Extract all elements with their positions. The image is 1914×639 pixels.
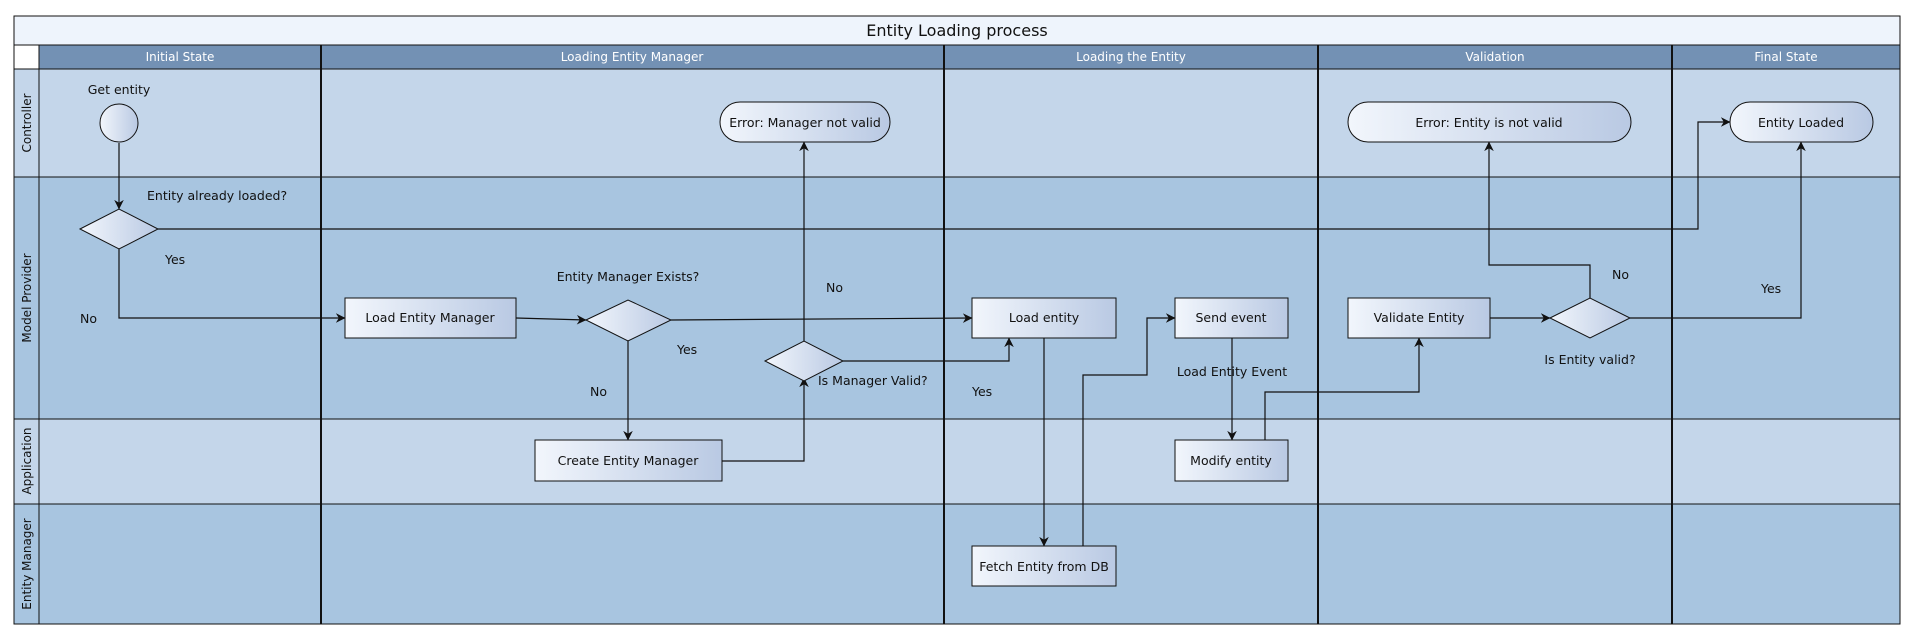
lane-entity-manager-bg bbox=[14, 504, 1900, 624]
start-label: Get entity bbox=[88, 82, 151, 97]
edge-label-entity-valid-yes: Yes bbox=[1760, 281, 1781, 296]
lane-grid bbox=[13, 15, 1901, 625]
edge-label-already-loaded-no: No bbox=[80, 311, 97, 326]
create-entity-manager-label: Create Entity Manager bbox=[558, 453, 700, 468]
entity-loaded-node[interactable] bbox=[1729, 101, 1874, 143]
load-entity-manager-node[interactable] bbox=[344, 297, 517, 339]
entity-manager-exists-label: Entity Manager Exists? bbox=[557, 269, 700, 284]
error-entity-label: Error: Entity is not valid bbox=[1415, 115, 1562, 130]
column-label-loading-entity: Loading the Entity bbox=[1076, 50, 1186, 64]
edge-entity-valid-no bbox=[1484, 141, 1591, 298]
entity-already-loaded-label: Entity already loaded? bbox=[147, 188, 287, 203]
edge-labels: Yes No Yes No No Yes Load Entity Event N… bbox=[80, 252, 1781, 399]
modify-entity-label: Modify entity bbox=[1190, 453, 1272, 468]
create-entity-manager-node[interactable] bbox=[534, 439, 723, 482]
edge-label-exists-yes: Yes bbox=[676, 342, 697, 357]
edge-load-manager-to-exists bbox=[515, 314, 587, 325]
edge-already-loaded-no bbox=[118, 249, 346, 323]
edge-label-already-loaded-yes: Yes bbox=[164, 252, 185, 267]
fetch-entity-node[interactable] bbox=[971, 545, 1117, 587]
nodes: Get entity Entity already loaded? Load E… bbox=[78, 82, 1874, 587]
column-label-loading-manager: Loading Entity Manager bbox=[561, 50, 704, 64]
error-entity-node[interactable] bbox=[1347, 101, 1632, 143]
edge-create-to-valid bbox=[722, 377, 809, 462]
start-node[interactable] bbox=[99, 103, 139, 143]
manager-valid-decision[interactable] bbox=[763, 340, 845, 382]
edge-label-load-entity-event: Load Entity Event bbox=[1177, 364, 1287, 379]
column-header-initial bbox=[38, 44, 322, 70]
edge-exists-yes bbox=[670, 313, 973, 323]
edge-label-valid-yes: Yes bbox=[971, 384, 992, 399]
row-label-application: Application bbox=[20, 427, 34, 494]
row-label-controller: Controller bbox=[20, 93, 34, 152]
load-entity-node[interactable] bbox=[971, 297, 1117, 339]
edge-modify-to-validate bbox=[1264, 337, 1424, 440]
column-header-loading-manager bbox=[320, 44, 945, 70]
error-manager-node[interactable] bbox=[719, 101, 891, 143]
column-label-final: Final State bbox=[1754, 50, 1817, 64]
edge-entity-valid-yes bbox=[1630, 141, 1806, 319]
entity-manager-exists-decision[interactable] bbox=[584, 299, 673, 342]
title-bar bbox=[13, 15, 1901, 46]
edge-label-valid-no: No bbox=[826, 280, 843, 295]
send-event-node[interactable] bbox=[1174, 297, 1289, 339]
entity-valid-label: Is Entity valid? bbox=[1544, 352, 1635, 367]
edge-fetch-to-send bbox=[1082, 313, 1176, 546]
load-entity-label: Load entity bbox=[1009, 310, 1080, 325]
validate-entity-node[interactable] bbox=[1347, 297, 1491, 339]
lane-model-provider-bg bbox=[14, 177, 1900, 419]
row-headers: Controller Model Provider Application En… bbox=[20, 93, 34, 609]
modify-entity-node[interactable] bbox=[1174, 439, 1289, 482]
validate-entity-label: Validate Entity bbox=[1374, 310, 1465, 325]
manager-valid-label: Is Manager Valid? bbox=[818, 373, 928, 388]
entity-loaded-label: Entity Loaded bbox=[1758, 115, 1844, 130]
edges bbox=[114, 117, 1806, 547]
edge-already-loaded-yes bbox=[158, 117, 1731, 230]
entity-valid-decision[interactable] bbox=[1548, 297, 1632, 339]
edge-valid-yes bbox=[843, 337, 1014, 362]
column-headers: Initial State Loading Entity Manager Loa… bbox=[38, 44, 1901, 70]
load-entity-manager-label: Load Entity Manager bbox=[365, 310, 495, 325]
diagram-title: Entity Loading process bbox=[866, 21, 1048, 40]
entity-already-loaded-decision[interactable] bbox=[78, 208, 160, 250]
send-event-label: Send event bbox=[1195, 310, 1266, 325]
column-label-validation: Validation bbox=[1465, 50, 1524, 64]
edge-label-exists-no: No bbox=[590, 384, 607, 399]
lane-backgrounds bbox=[14, 69, 1900, 624]
row-label-model-provider: Model Provider bbox=[20, 253, 34, 342]
fetch-entity-label: Fetch Entity from DB bbox=[979, 559, 1109, 574]
lane-application-bg bbox=[14, 419, 1900, 504]
edge-label-entity-valid-no: No bbox=[1612, 267, 1629, 282]
row-label-entity-manager: Entity Manager bbox=[20, 518, 34, 610]
error-manager-label: Error: Manager not valid bbox=[729, 115, 881, 130]
column-label-initial: Initial State bbox=[146, 50, 215, 64]
